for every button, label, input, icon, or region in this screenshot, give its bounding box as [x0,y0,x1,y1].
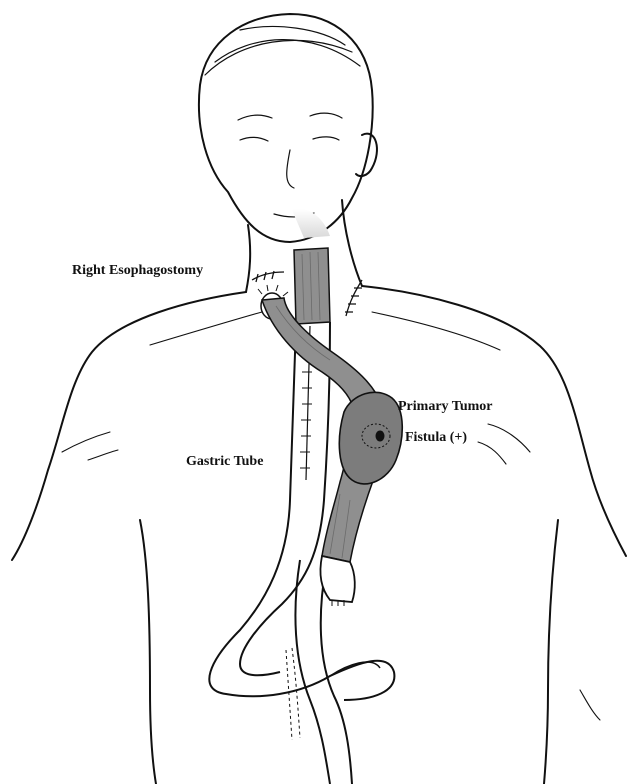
gastric-tube [209,322,394,700]
drain-lines [286,648,300,740]
label-right-esophagostomy: Right Esophagostomy [72,263,203,279]
left-eye [240,137,268,141]
fistula-opening [376,431,385,442]
right-eye [313,137,339,140]
left-arm-inner [140,520,156,784]
right-brow [310,113,342,118]
neck-left [246,225,250,292]
label-gastric-tube: Gastric Tube [186,454,263,470]
cervical-esophagus [294,248,330,324]
body-outline [12,14,626,784]
left-brow [238,115,272,120]
label-fistula: Fistula (+) [405,430,467,446]
ear-outline [356,134,377,176]
nose [287,150,294,188]
left-shoulder [12,292,246,560]
distal-stump [320,556,354,606]
neck-right [342,200,362,286]
head-outline [199,14,373,242]
right-arm-inner [544,520,558,784]
primary-tumor [339,392,402,484]
label-primary-tumor: Primary Tumor [398,399,493,415]
